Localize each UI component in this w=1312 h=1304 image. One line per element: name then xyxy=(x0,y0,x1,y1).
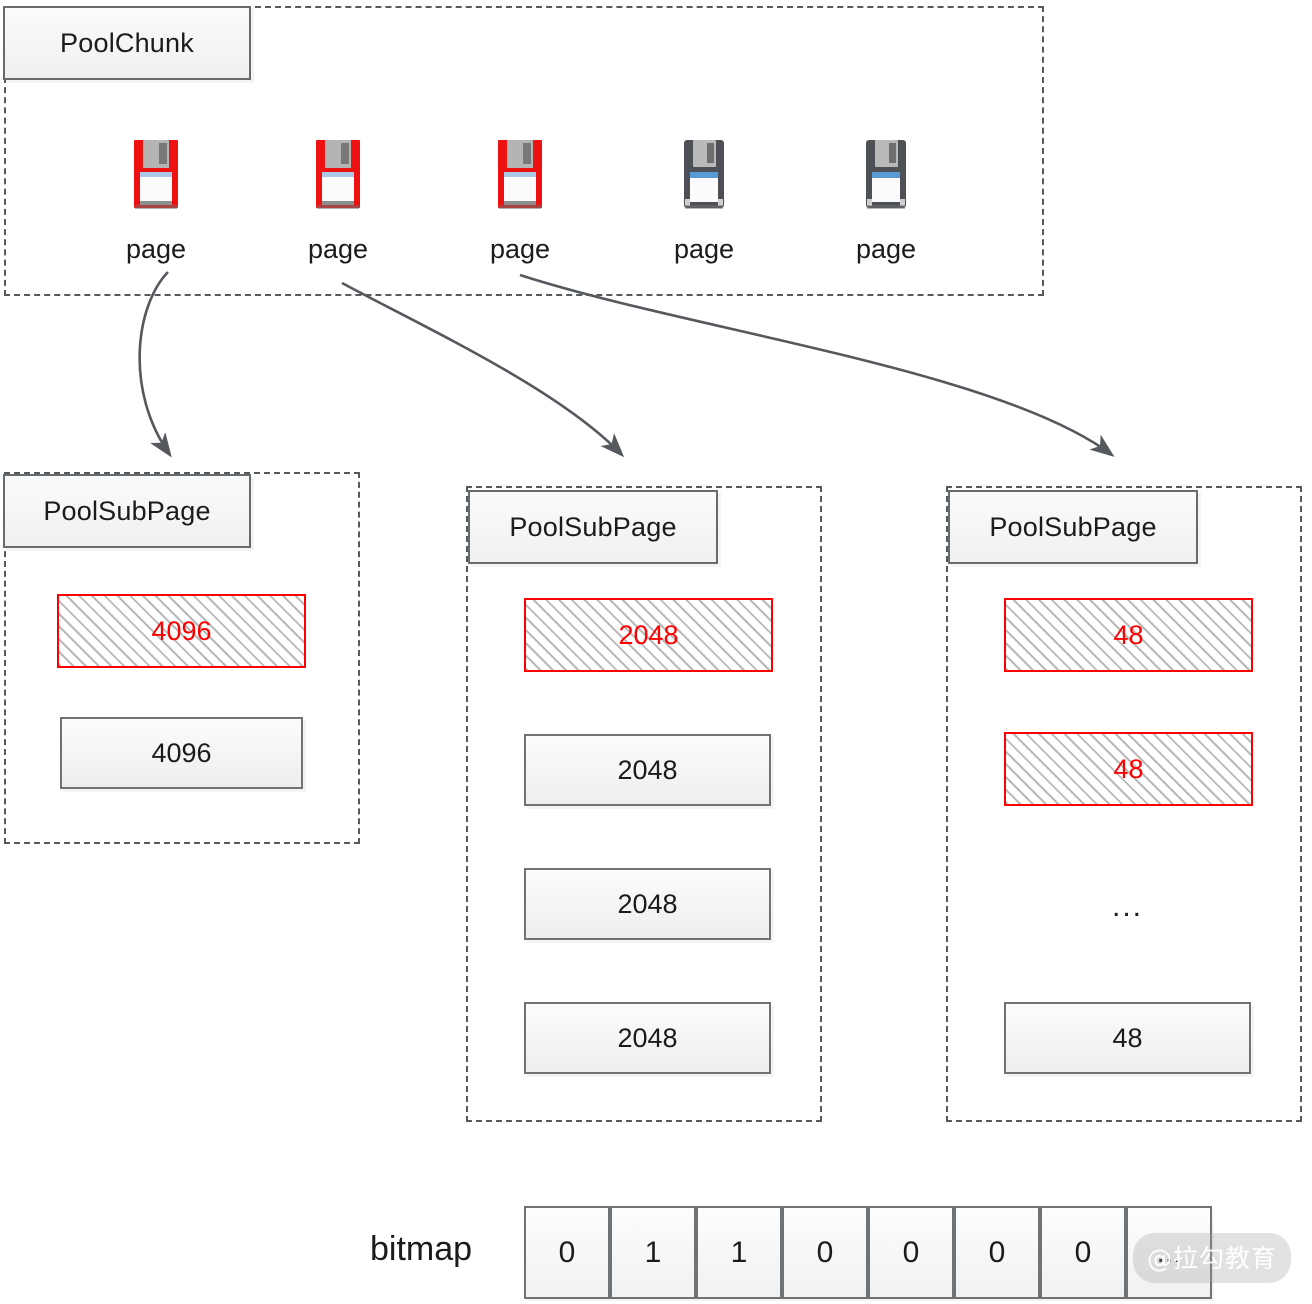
bitmap-cell-1[interactable]: 1 xyxy=(610,1206,696,1299)
subpage2-slot-free-2[interactable]: 2048 xyxy=(524,868,771,940)
bitmap-label: bitmap xyxy=(370,1230,473,1268)
subpage3-slot-allocated-2[interactable]: 48 xyxy=(1004,732,1253,806)
bitmap-cell-value: 0 xyxy=(558,1235,576,1269)
slot-value: 2048 xyxy=(617,754,678,785)
poolsubpage-label-3: PoolSubPage xyxy=(989,511,1157,542)
bitmap-cell-value: 1 xyxy=(730,1235,748,1269)
poolsubpage-label-2: PoolSubPage xyxy=(509,511,677,542)
subpage2-slot-allocated-1[interactable]: 2048 xyxy=(524,598,773,672)
subpage1-slot-allocated-1[interactable]: 4096 xyxy=(57,594,306,668)
bitmap-cell-0[interactable]: 0 xyxy=(524,1206,610,1299)
slot-value: 48 xyxy=(1113,619,1144,650)
arrow-page1-to-subpage1 xyxy=(138,271,172,458)
page-label-4: page xyxy=(673,234,735,264)
poolsubpage-label-1: PoolSubPage xyxy=(43,495,211,526)
poolsubpage-container-1 xyxy=(4,472,360,844)
poolchunk-header-box: PoolChunk xyxy=(3,6,251,80)
slot-value: 2048 xyxy=(617,1022,678,1053)
bitmap-cell-value: 0 xyxy=(988,1235,1006,1269)
bitmap-cell-6[interactable]: 0 xyxy=(1040,1206,1126,1299)
page-icon-used-3[interactable] xyxy=(497,139,543,211)
page-icon-free-1[interactable] xyxy=(681,139,727,211)
subpage3-slot-free-1[interactable]: 48 xyxy=(1004,1002,1251,1074)
bitmap-cell-7[interactable]: ... xyxy=(1126,1206,1212,1299)
bitmap-cell-3[interactable]: 0 xyxy=(782,1206,868,1299)
poolsubpage-container-2 xyxy=(466,486,822,1122)
poolsubpage-header-box-2: PoolSubPage xyxy=(468,490,718,564)
slot-value: 48 xyxy=(1112,1022,1143,1053)
subpage3-slot-allocated-1[interactable]: 48 xyxy=(1004,598,1253,672)
page-label-1: page xyxy=(125,234,187,264)
bitmap-cell-5[interactable]: 0 xyxy=(954,1206,1040,1299)
poolsubpage-header-box-3: PoolSubPage xyxy=(948,490,1198,564)
arrow-page2-to-subpage2 xyxy=(341,281,625,458)
page-label-2: page xyxy=(307,234,369,264)
page-label-5: page xyxy=(855,234,917,264)
bitmap-cell-value: 1 xyxy=(644,1235,662,1269)
subpage2-slot-free-3[interactable]: 2048 xyxy=(524,1002,771,1074)
slot-value: 2048 xyxy=(618,619,679,650)
poolchunk-label: PoolChunk xyxy=(60,27,194,58)
bitmap-cell-value: 0 xyxy=(902,1235,920,1269)
page-icon-used-1[interactable] xyxy=(133,139,179,211)
bitmap-cell-2[interactable]: 1 xyxy=(696,1206,782,1299)
page-icon-used-2[interactable] xyxy=(315,139,361,211)
subpage1-slot-free-1[interactable]: 4096 xyxy=(60,717,303,789)
poolsubpage-container-3 xyxy=(946,486,1302,1122)
slot-value: 4096 xyxy=(151,615,212,646)
subpage3-ellipsis: ... xyxy=(1112,890,1144,923)
poolsubpage-header-box-1: PoolSubPage xyxy=(3,474,251,548)
slot-value: 48 xyxy=(1113,753,1144,784)
page-label-3: page xyxy=(489,234,551,264)
slot-value: 2048 xyxy=(617,888,678,919)
bitmap-cell-value: ... xyxy=(1156,1235,1182,1269)
bitmap-cell-value: 0 xyxy=(1074,1235,1092,1269)
arrow-page3-to-subpage3 xyxy=(519,273,1115,457)
slot-value: 4096 xyxy=(151,737,212,768)
page-icon-free-2[interactable] xyxy=(863,139,909,211)
bitmap-cell-value: 0 xyxy=(816,1235,834,1269)
subpage2-slot-free-1[interactable]: 2048 xyxy=(524,734,771,806)
watermark: @拉勾教育 xyxy=(1133,1233,1292,1283)
bitmap-cell-4[interactable]: 0 xyxy=(868,1206,954,1299)
